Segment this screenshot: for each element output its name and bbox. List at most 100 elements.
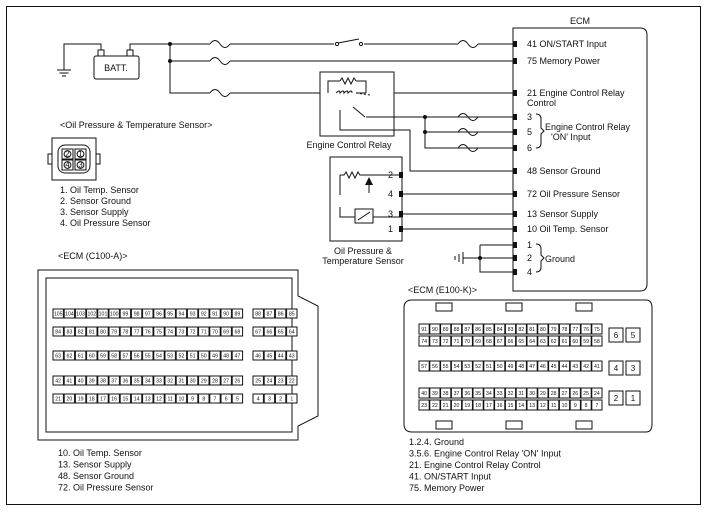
c100-pin: 15 — [119, 393, 132, 404]
e100-pin-number: 16 — [497, 403, 503, 409]
c100-pin-number: 20 — [67, 397, 73, 403]
e100-legend-item: 3.5.6. Engine Control Relay 'ON' Input — [409, 449, 562, 459]
ecm-pin: 2 — [513, 253, 532, 263]
c100-pin: 22 — [286, 375, 298, 386]
c100-pin: 28 — [209, 375, 221, 386]
e100-pin-number: 14 — [518, 403, 524, 409]
sensor-legend-item: 3. Sensor Supply — [60, 207, 129, 217]
e100-side-pin-number: 2 — [614, 394, 619, 403]
c100-pin: 61 — [74, 350, 87, 361]
e100-pin: 60 — [569, 335, 581, 347]
e100-pin: 46 — [537, 360, 549, 372]
c100-pin-number: 80 — [100, 330, 106, 336]
sensor-box — [329, 156, 403, 242]
e100-side-pin: 6 — [608, 327, 624, 343]
e100-side-pin: 2 — [608, 390, 624, 406]
c100-pin: 26 — [231, 375, 244, 386]
ecm-pin-label: 75 Memory Power — [527, 56, 600, 66]
e100-pin-number: 82 — [518, 327, 524, 333]
sensor-pin-label: 4 — [388, 189, 393, 199]
e100-pin-number: 68 — [486, 339, 492, 345]
c100-pin: 70 — [209, 326, 221, 337]
c100-pin-number: 65 — [278, 330, 284, 336]
e100-pin-number: 21 — [443, 403, 449, 409]
c100-pin: 39 — [86, 375, 98, 386]
c100-pin-number: 27 — [223, 379, 229, 385]
e100-pin-number: 72 — [443, 339, 449, 345]
c100-pin: 7 — [209, 393, 221, 404]
c100-pin: 101 — [97, 308, 109, 319]
c100-pin: 79 — [108, 326, 120, 337]
e100-pin-number: 9 — [574, 403, 577, 409]
e100-pin-number: 32 — [508, 391, 514, 397]
e100-pin-number: 71 — [454, 339, 460, 345]
c100-pin-number: 31 — [179, 379, 185, 385]
c100-pin: 29 — [198, 375, 210, 386]
c100-pin: 84 — [52, 326, 64, 337]
c100-pin-number: 57 — [123, 354, 129, 360]
e100-pin: 82 — [515, 323, 527, 335]
c100-pin: 75 — [153, 326, 165, 337]
e100-pin-number: 41 — [594, 364, 600, 370]
c100-pin-number: 72 — [190, 330, 196, 336]
engine-control-relay: Engine Control Relay — [306, 71, 395, 150]
sensor-face-pin: 4 — [61, 159, 74, 171]
e100-pin-number: 66 — [508, 339, 514, 345]
e100-pin-number: 52 — [475, 364, 481, 370]
c100-legend-item: 10. Oil Temp. Sensor — [58, 448, 142, 458]
e100-pin-number: 39 — [432, 391, 438, 397]
c100-pin: 97 — [142, 308, 154, 319]
c100-pin: 24 — [263, 375, 276, 386]
c100-pin-number: 4 — [257, 397, 260, 403]
c100-pin-number: 9 — [191, 397, 194, 403]
c100-pin: 90 — [220, 308, 232, 319]
c100-pin: 46 — [252, 350, 264, 361]
e100-pin: 87 — [461, 323, 473, 335]
e100-pin: 30 — [526, 387, 538, 399]
c100-pin-number: 23 — [278, 379, 284, 385]
c100-pin: 49 — [209, 350, 221, 361]
e100-pin: 47 — [526, 360, 538, 372]
c100-pin: 56 — [130, 350, 143, 361]
c100-pin-number: 63 — [55, 354, 61, 360]
c100-pin-number: 40 — [78, 379, 84, 385]
ecm-pin-label: 13 Sensor Supply — [527, 209, 599, 219]
ecm-pin-label: 10 Oil Temp. Sensor — [527, 224, 608, 234]
ecm-pin-label: 41 ON/START Input — [527, 39, 607, 49]
ecm-pin: 41 ON/START Input — [513, 39, 607, 49]
e100-pin-number: 78 — [562, 327, 568, 333]
e100-pin: 63 — [537, 335, 549, 347]
c100-pin: 54 — [153, 350, 165, 361]
e100-pin: 51 — [483, 360, 495, 372]
sensor-legend-item: 1. Oil Temp. Sensor — [60, 185, 139, 195]
diagram-frame — [6, 6, 701, 505]
c100-legend-item: 48. Sensor Ground — [58, 471, 134, 481]
c100-pin: 99 — [119, 308, 132, 319]
c100-pin-number: 50 — [201, 354, 207, 360]
e100-side-pin-number: 3 — [631, 364, 636, 373]
c100-pin-number: 6 — [225, 397, 228, 403]
ecm-pin: 48 Sensor Ground — [513, 166, 601, 176]
relay-output-wiring — [394, 115, 513, 172]
e100-pin: 79 — [548, 323, 560, 335]
c100-pin: 35 — [130, 375, 143, 386]
sensor-pin: 2 — [388, 170, 403, 180]
c100-pin-number: 18 — [89, 397, 95, 403]
e100-pin: 56 — [429, 360, 441, 372]
ecm-pin-label: 5 — [527, 127, 532, 137]
e100-pin-number: 85 — [486, 327, 492, 333]
e100-pin: 58 — [591, 335, 603, 347]
ecm-pin-label: 4 — [527, 267, 532, 277]
c100-pin: 69 — [220, 326, 232, 337]
c100-pin-number: 26 — [235, 379, 241, 385]
relay-box — [319, 71, 395, 137]
e100-side-pin-number: 1 — [631, 394, 636, 403]
ecm-pin: 10 Oil Temp. Sensor — [513, 224, 608, 234]
c100-pin: 62 — [63, 350, 76, 361]
c100-pin: 81 — [86, 326, 98, 337]
e100-pin: 67 — [494, 335, 506, 347]
e100-pin: 53 — [461, 360, 473, 372]
e100-pin-number: 37 — [454, 391, 460, 397]
c100-pin-number: 75 — [156, 330, 162, 336]
